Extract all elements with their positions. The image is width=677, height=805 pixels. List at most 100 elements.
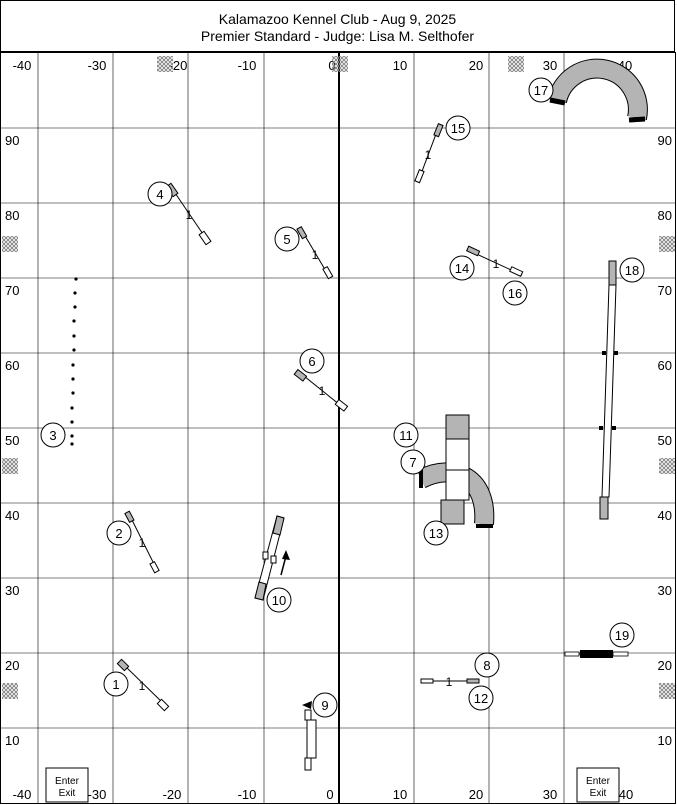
tunnel-17 [548,59,647,120]
obstacle-number: 6 [299,348,325,374]
svg-text:7: 7 [409,455,416,470]
x-tick-top: -40 [13,58,32,73]
x-tick-bottom: -20 [163,787,182,802]
ring-marker [2,236,18,252]
ring-marker [659,683,675,699]
obstacle-number: 5 [274,226,300,252]
obstacle-number: 3 [40,422,66,448]
jump-height-label: 1 [319,384,326,398]
ring-marker [2,458,18,474]
y-tick-left: 10 [5,733,19,748]
ring-marker [659,236,675,252]
y-tick-right: 30 [658,583,672,598]
entry-label: Enter [55,776,80,787]
y-tick-left: 80 [5,208,19,223]
x-tick-top: 20 [469,58,483,73]
x-tick-top: 10 [393,58,407,73]
obstacle-number: 16 [502,280,528,306]
svg-text:3: 3 [49,428,56,443]
svg-text:5: 5 [283,232,290,247]
y-tick-right: 50 [658,433,672,448]
x-tick-top: -20 [169,58,188,73]
table-obstacle [440,414,470,525]
svg-text:10: 10 [272,593,286,608]
x-tick-bottom: 30 [543,787,557,802]
y-tick-left: 90 [5,133,19,148]
x-tick-bottom: 20 [469,787,483,802]
course-subtitle: Premier Standard - Judge: Lisa M. Seltho… [200,28,475,44]
entry-label: Enter [586,776,611,787]
x-tick-top: -30 [88,58,107,73]
svg-text:2: 2 [115,526,122,541]
x-tick-top: -10 [238,58,257,73]
obstacle-number: 12 [468,685,494,711]
svg-text:16: 16 [508,286,522,301]
x-tick-bottom: 10 [393,787,407,802]
arrow-head-icon [302,701,312,709]
x-tick-bottom: 40 [619,787,633,802]
svg-text:18: 18 [625,263,639,278]
svg-text:6: 6 [308,354,315,369]
obstacle-number: 2 [106,520,132,546]
ring-marker [2,683,18,699]
svg-text:15: 15 [451,121,465,136]
chute [304,709,317,771]
svg-text:13: 13 [429,526,443,541]
x-tick-bottom: -10 [238,787,257,802]
obstacle-number: 13 [423,520,449,546]
obstacle-number: 7 [400,449,426,475]
y-tick-right: 10 [658,733,672,748]
x-tick-top: 30 [543,58,557,73]
jump-height-label: 1 [312,248,319,262]
y-tick-left: 20 [5,658,19,673]
course-border [0,52,676,804]
obstacle-number: 17 [528,77,554,103]
svg-text:4: 4 [156,187,163,202]
x-tick-bottom: 0 [326,787,333,802]
obstacle-number: 1 [103,671,129,697]
obstacle-number: 8 [474,652,500,678]
arrow-head-icon [282,550,290,560]
teeter [254,515,285,601]
y-tick-right: 60 [658,358,672,373]
ring-marker [659,458,675,474]
svg-text:12: 12 [474,691,488,706]
obstacle-number: 19 [609,622,635,648]
y-tick-right: 70 [658,283,672,298]
y-tick-left: 60 [5,358,19,373]
y-tick-left: 50 [5,433,19,448]
ring-marker [157,56,173,72]
obstacle-number: 9 [312,692,338,718]
jump-height-label: 1 [425,148,432,162]
jump-height-label: 1 [186,208,193,222]
obstacle-number: 11 [393,422,419,448]
exit-label: Exit [590,788,607,799]
broad-jump [564,650,629,658]
jump-height-label: 1 [493,257,500,271]
y-tick-right: 40 [658,508,672,523]
y-tick-left: 30 [5,583,19,598]
x-tick-bottom: -40 [13,787,32,802]
y-tick-right: 80 [658,208,672,223]
entry-exit-left: Enter Exit [45,767,89,803]
svg-text:17: 17 [534,83,548,98]
y-tick-right: 90 [658,133,672,148]
weave-poles [70,277,78,446]
obstacle-number: 14 [449,255,475,281]
y-tick-right: 20 [658,658,672,673]
svg-text:8: 8 [483,658,490,673]
entry-exit-right: Enter Exit [576,767,620,803]
x-tick-bottom: -30 [88,787,107,802]
obstacle-number: 10 [266,587,292,613]
obstacle-number: 15 [445,115,471,141]
obstacle-number: 18 [619,257,645,283]
jump-height-label: 1 [446,675,453,689]
svg-text:19: 19 [615,628,629,643]
svg-text:11: 11 [399,428,413,443]
exit-label: Exit [59,788,76,799]
obstacle-number: 4 [147,181,173,207]
dogwalk [599,260,618,520]
svg-text:1: 1 [112,677,119,692]
